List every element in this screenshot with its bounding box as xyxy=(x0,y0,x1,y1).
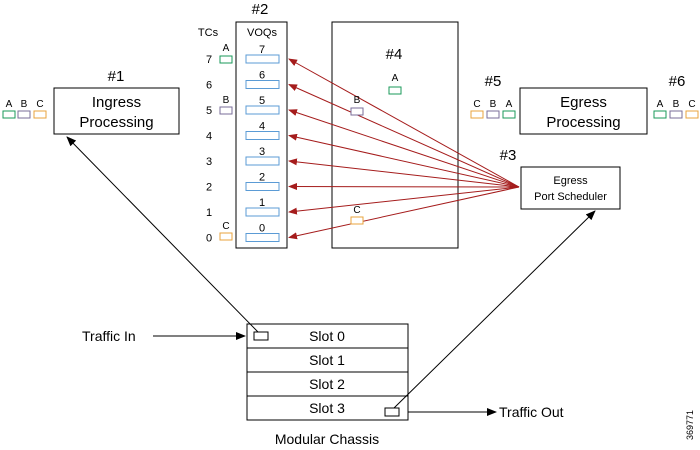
scheduler-step-label: #3 xyxy=(500,147,517,164)
slot3-to-scheduler-arrow xyxy=(393,210,596,409)
egress-port-scheduler-box xyxy=(520,166,621,210)
tc-label: 7 xyxy=(206,54,212,66)
fabric-box xyxy=(331,21,459,249)
fabric-marker-c-label: C xyxy=(353,205,360,216)
ingress-processing-box xyxy=(53,87,180,135)
scheduler-arrow xyxy=(288,84,520,188)
slot-0-port xyxy=(253,331,269,341)
tc-marker-b-label: B xyxy=(223,95,230,106)
tc-label: 1 xyxy=(206,207,212,219)
voq-queue xyxy=(245,54,280,64)
tc-label: 4 xyxy=(206,131,212,143)
scheduler-arrow xyxy=(288,158,520,188)
egress-right-marker-a xyxy=(653,110,667,119)
traffic-in-label: Traffic In xyxy=(82,328,136,344)
egress-left-marker-b xyxy=(486,110,500,119)
scheduler-arrow xyxy=(288,133,520,188)
voq-number: 7 xyxy=(259,44,265,56)
egress-label-line-1: Egress xyxy=(560,94,607,111)
voqs-header: VOQs xyxy=(247,27,277,39)
voq-queue xyxy=(245,105,280,115)
egress-markers-left: C B A xyxy=(470,99,516,119)
egress-processing-box xyxy=(519,87,648,135)
egress-left-marker-c xyxy=(470,110,484,119)
egress-right-step-label: #6 xyxy=(669,73,686,90)
ingress-marker-a xyxy=(2,110,16,119)
ingress-marker-a-label: A xyxy=(6,99,13,110)
voq-number: 5 xyxy=(259,95,265,107)
slot0-to-ingress-arrow xyxy=(66,136,259,333)
fabric-marker-c xyxy=(350,216,364,225)
egress-markers-right: A B C xyxy=(653,99,699,119)
tc-marker-c-label: C xyxy=(222,221,229,232)
voq-queue xyxy=(245,207,280,217)
tc-label: 3 xyxy=(206,156,212,168)
ingress-marker-c xyxy=(33,110,47,119)
egress-right-marker-b-label: B xyxy=(673,99,680,110)
figure-id: 369771 xyxy=(685,410,695,440)
ingress-marker-b xyxy=(17,110,31,119)
tcs-header: TCs xyxy=(198,27,219,39)
tc-marker-a-label: A xyxy=(223,43,230,54)
voq-queue xyxy=(245,131,280,140)
tc-label: 6 xyxy=(206,80,212,92)
egress-step-label: #5 xyxy=(485,73,502,90)
voq-number: 1 xyxy=(259,197,265,209)
chassis-caption: Modular Chassis xyxy=(275,431,379,447)
scheduler-to-voq-arrows xyxy=(288,58,520,240)
voq-rows: 7 7 6 6 5 5 4 4 3 3 2 2 1 1 0 0 xyxy=(206,44,280,245)
voq-step-label: #2 xyxy=(252,1,269,18)
scheduler-arrow xyxy=(288,186,520,215)
slot-label: Slot 1 xyxy=(309,352,345,368)
ingress-step-label: #1 xyxy=(108,68,125,85)
voq-queue xyxy=(245,233,280,242)
scheduler-arrow xyxy=(288,109,520,188)
tc-marker-c xyxy=(219,232,233,241)
fabric-marker-a xyxy=(388,86,402,95)
slot-label: Slot 3 xyxy=(309,400,345,416)
ingress-marker-b-label: B xyxy=(21,99,28,110)
ingress-marker-c-label: C xyxy=(36,99,43,110)
fabric-marker-a-label: A xyxy=(392,73,399,84)
ingress-label-line-1: Ingress xyxy=(92,94,141,111)
voq-number: 4 xyxy=(259,121,265,133)
tc-marker-a xyxy=(219,55,233,64)
voq-queue xyxy=(245,182,280,191)
voq-number: 0 xyxy=(259,223,265,235)
egress-left-marker-a xyxy=(502,110,516,119)
tc-label: 0 xyxy=(206,233,212,245)
ingress-markers: A B C xyxy=(2,99,47,119)
scheduler-arrow xyxy=(288,183,520,191)
egress-left-marker-a-label: A xyxy=(506,99,513,110)
voq-number: 2 xyxy=(259,172,265,184)
fabric-step-label: #4 xyxy=(386,46,403,63)
egress-right-marker-b xyxy=(669,110,683,119)
scheduler-label-line-2: Port Scheduler xyxy=(534,191,607,203)
fabric-marker-b xyxy=(350,107,364,116)
ingress-label-line-2: Processing xyxy=(79,114,153,131)
traffic-out-label: Traffic Out xyxy=(499,404,564,420)
fabric-marker-b-label: B xyxy=(354,95,361,106)
voq-queue xyxy=(245,80,280,89)
egress-label-line-2: Processing xyxy=(546,114,620,131)
slot-label: Slot 2 xyxy=(309,376,345,392)
tc-marker-b xyxy=(219,106,233,115)
egress-right-marker-c xyxy=(685,110,699,119)
voq-number: 3 xyxy=(259,146,265,158)
modular-chassis: Slot 0 Slot 1 Slot 2 Slot 3 xyxy=(246,323,409,421)
scheduler-label-line-1: Egress xyxy=(553,175,588,187)
voq-queue xyxy=(245,156,280,166)
egress-left-marker-b-label: B xyxy=(490,99,497,110)
egress-right-marker-c-label: C xyxy=(688,99,695,110)
tc-label: 5 xyxy=(206,105,212,117)
scheduler-arrow xyxy=(288,58,520,188)
slot-3-port xyxy=(384,407,400,417)
tc-label: 2 xyxy=(206,182,212,194)
voq-number: 6 xyxy=(259,70,265,82)
scheduler-arrow xyxy=(288,186,520,240)
egress-left-marker-c-label: C xyxy=(473,99,480,110)
slot-label: Slot 0 xyxy=(309,328,345,344)
egress-right-marker-a-label: A xyxy=(657,99,664,110)
